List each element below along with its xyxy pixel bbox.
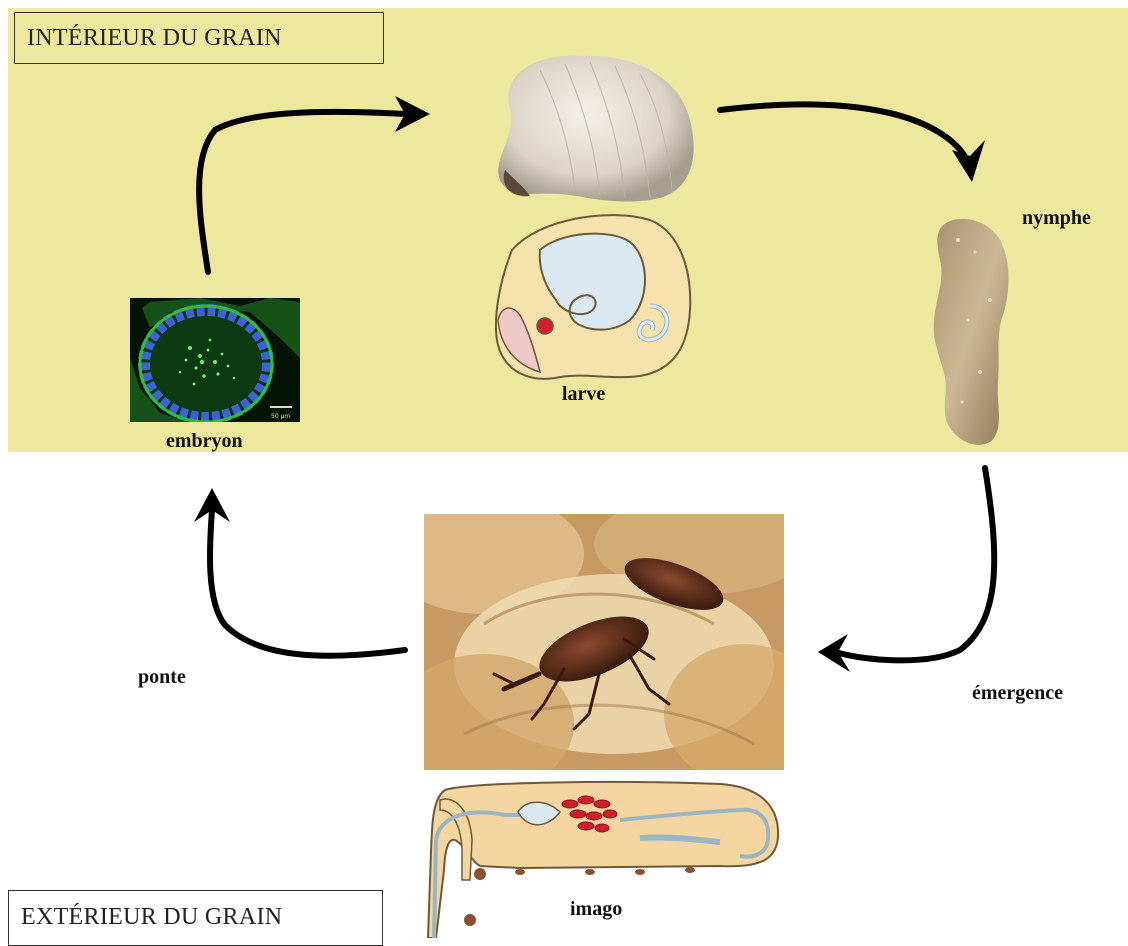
arrow-imago-embryon: [210, 510, 405, 656]
imago-photo: [424, 514, 784, 770]
emergence-label: émergence: [972, 682, 1063, 705]
nymphe-label: nymphe: [1022, 207, 1091, 230]
imago-label: imago: [570, 898, 622, 921]
ponte-label: ponte: [138, 666, 186, 689]
nymphe-photo: [934, 219, 1009, 445]
larve-diagram: [496, 215, 690, 379]
embryon-label: embryon: [166, 430, 243, 453]
larve-photo: [498, 55, 693, 201]
arrow-nymphe-imago: [835, 468, 994, 660]
arrow-embryon-larve: [199, 112, 405, 272]
arrow-larve-nymphe: [720, 104, 970, 168]
larve-label: larve: [562, 383, 605, 406]
